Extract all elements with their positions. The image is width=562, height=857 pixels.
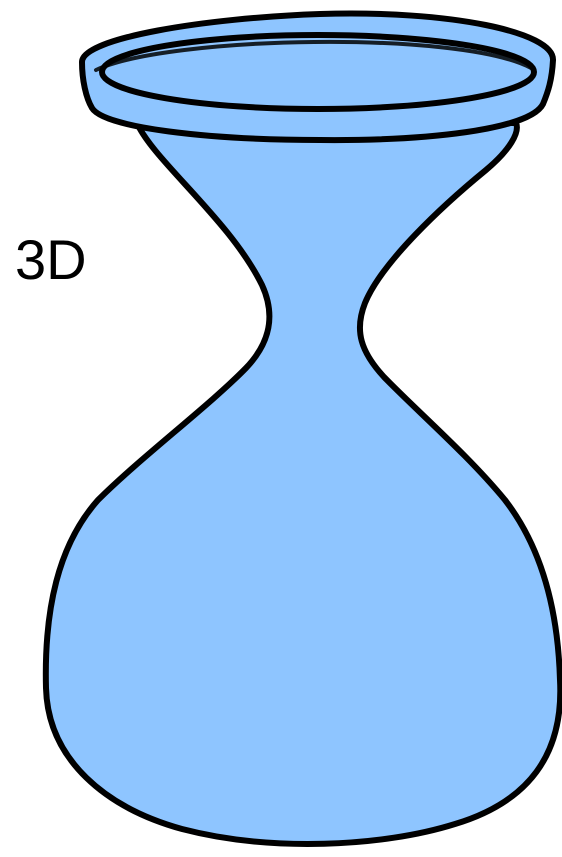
vase-rim-top [102, 35, 534, 109]
vase-body [46, 123, 560, 844]
figure-label-3d: 3D [15, 232, 87, 288]
